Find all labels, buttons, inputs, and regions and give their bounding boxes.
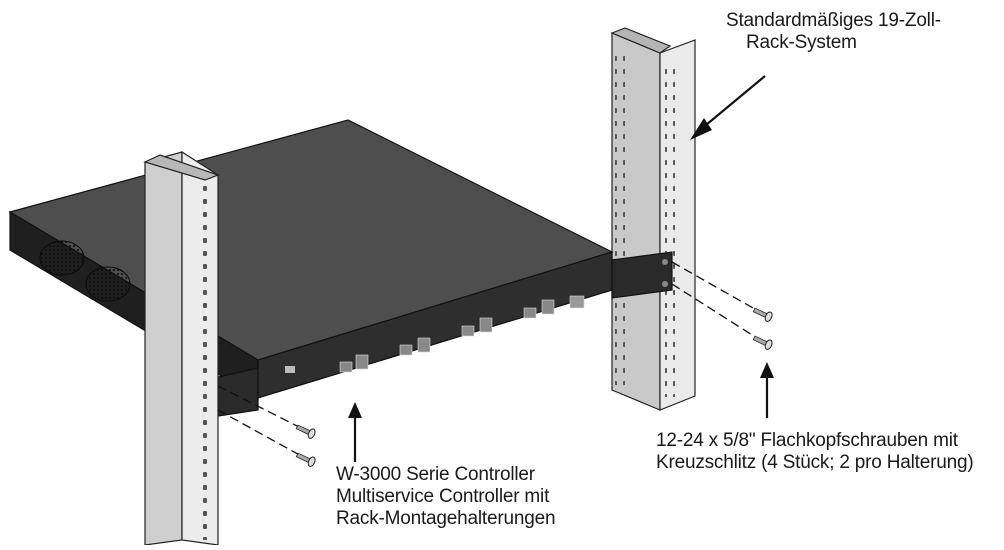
screw-icon	[295, 307, 773, 467]
controller-chassis-icon	[8, 119, 673, 419]
screws-label-line2: Kreuzschlitz (4 Stück; 2 pro Halterung)	[656, 452, 974, 473]
screw-guides	[217, 261, 761, 459]
arrow-icon	[348, 75, 774, 462]
controller-label-line2: Multiservice Controller mit	[336, 486, 550, 507]
rack-rail-right-icon	[610, 27, 696, 411]
rack-label-line2: Rack-System	[746, 32, 857, 53]
screws-label: 12-24 x 5/8" Flachkopfschrauben mit Kreu…	[656, 430, 974, 474]
rack-label: Standardmäßiges 19-Zoll- Rack-System	[726, 10, 941, 54]
front-ports	[285, 295, 585, 373]
rack-rail-left-icon	[143, 150, 220, 546]
screws-label-line1: 12-24 x 5/8" Flachkopfschrauben mit	[656, 430, 958, 451]
controller-label-line1: W-3000 Serie Controller	[336, 464, 535, 485]
controller-label: W-3000 Serie Controller Multiservice Con…	[336, 464, 556, 530]
rack-label-line1: Standardmäßiges 19-Zoll-	[726, 10, 941, 31]
controller-label-line3: Rack-Montagehalterungen	[336, 508, 556, 529]
